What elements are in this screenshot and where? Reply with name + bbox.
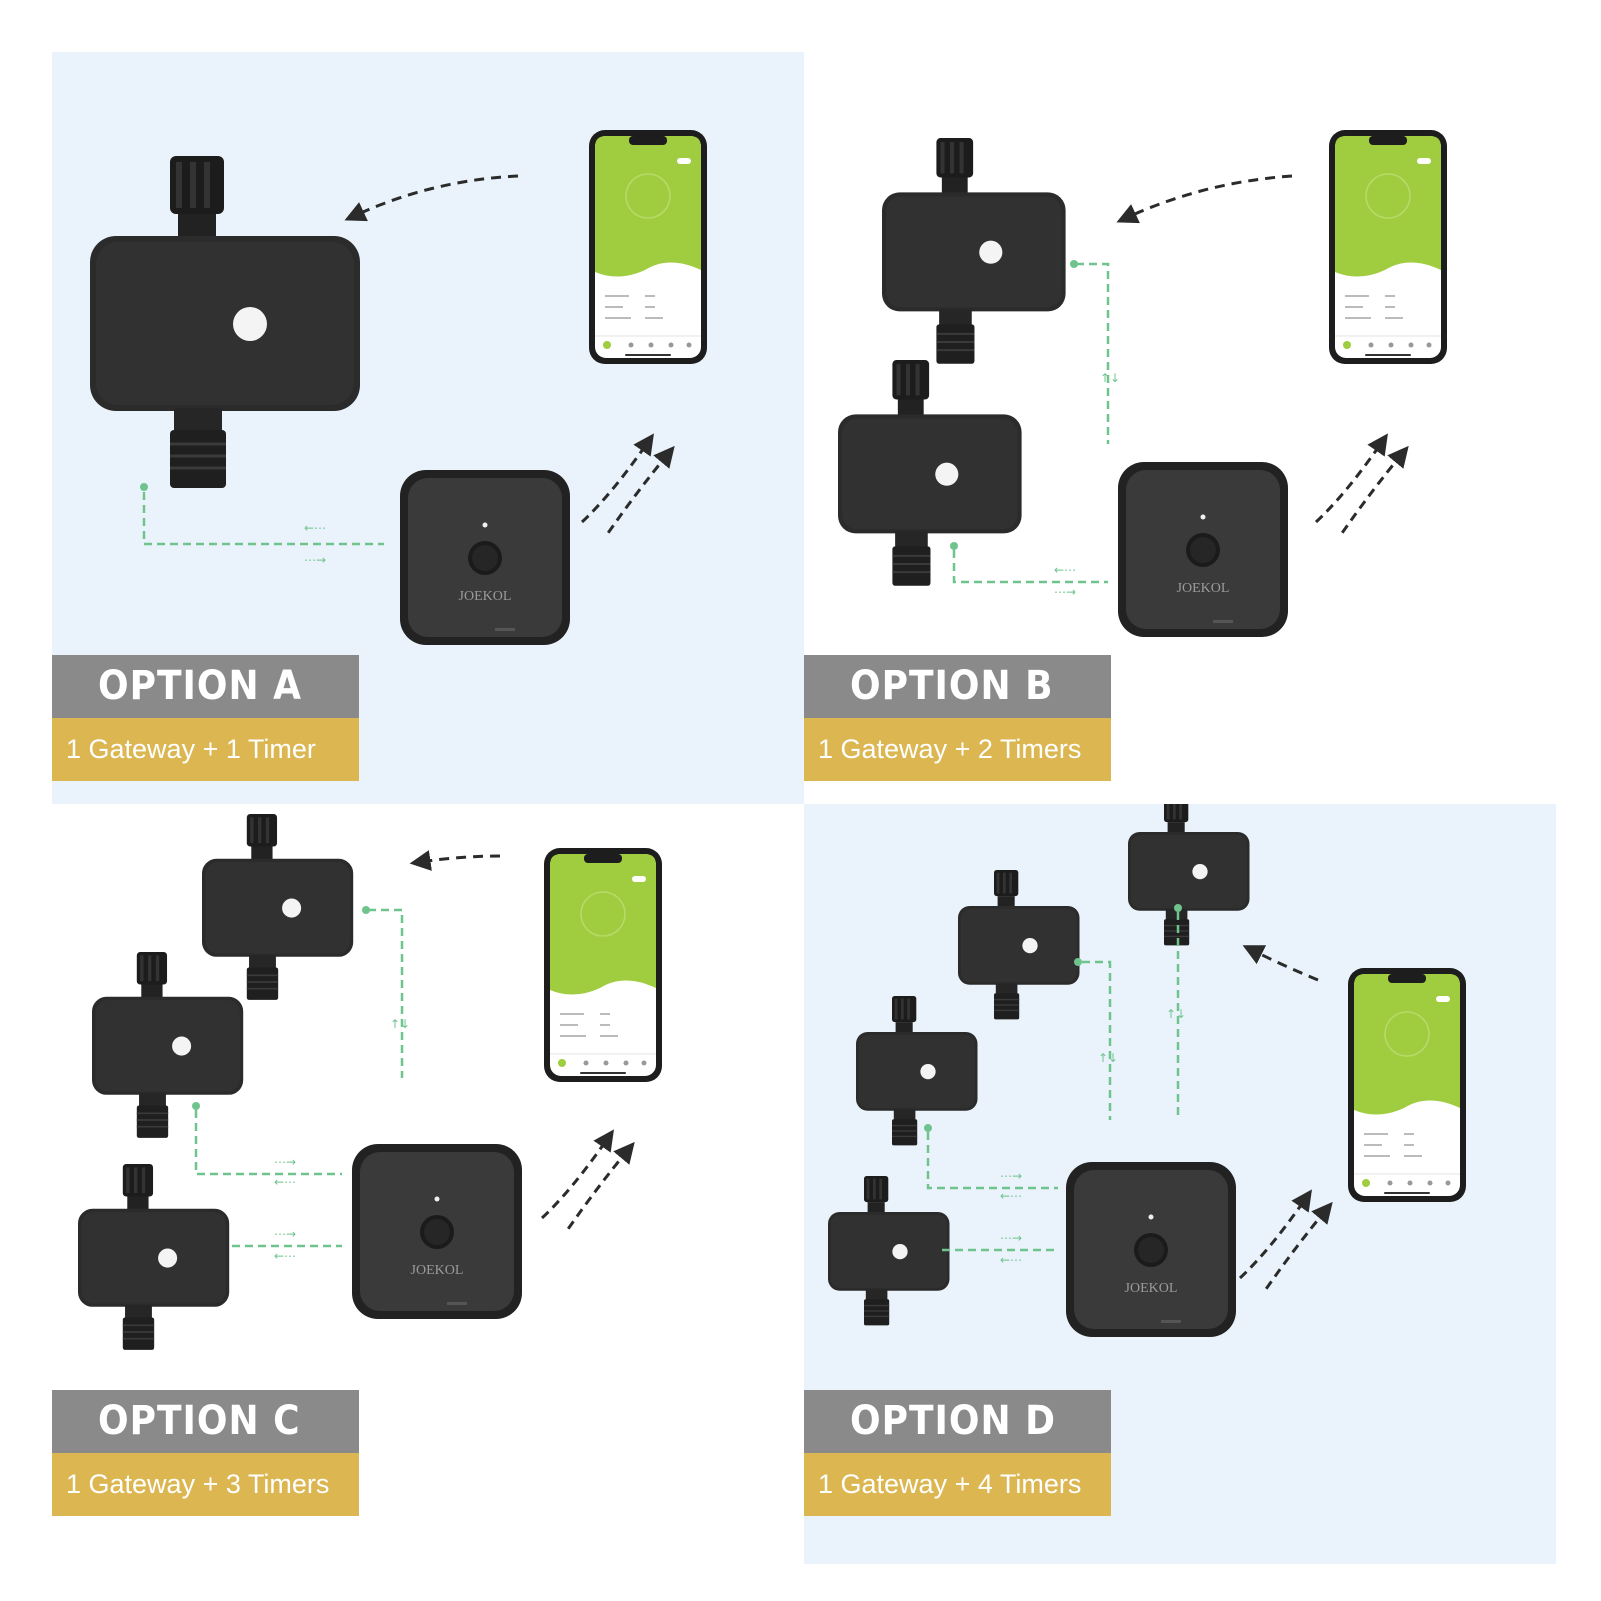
option-title: OPTION D [804, 1390, 1111, 1453]
svg-text:⋯→: ⋯→ [274, 1155, 296, 1169]
option-subtitle: 1 Gateway + 2 Timers [804, 718, 1111, 781]
water-timer-icon [91, 951, 245, 1139]
water-timer-icon [827, 1175, 951, 1327]
panel-option-b: ↑↓ ←⋯ ⋯→ OPTION B 1 Gateway + 2 Timers [804, 52, 1556, 804]
svg-text:←⋯: ←⋯ [274, 1175, 296, 1189]
app-to-timer-arrow [1116, 174, 1293, 224]
option-title: OPTION C [52, 1390, 359, 1453]
gateway-timer-link [194, 1110, 342, 1176]
svg-text:←⋯: ←⋯ [1000, 1253, 1022, 1267]
app-to-timer-arrow [344, 174, 519, 222]
gateway-timer-link [1082, 960, 1112, 1120]
panel-option-d: ↑↓ ↑↓ ⋯→ ←⋯ ⋯→ ←⋯ OPTION D 1 Gateway + 4… [804, 804, 1556, 1564]
svg-text:⋯→: ⋯→ [1054, 585, 1076, 599]
gateway-timer-link [952, 550, 1108, 584]
water-timer-icon [880, 136, 1067, 365]
water-timer-icon [201, 813, 355, 1001]
svg-text:←⋯: ←⋯ [304, 521, 326, 535]
svg-text:↑↓: ↑↓ [1098, 1051, 1118, 1065]
wireless-link-arrows-icon [1240, 1198, 1326, 1292]
wireless-link-arrows-icon [1316, 442, 1402, 536]
svg-text:⋯→: ⋯→ [304, 553, 326, 567]
smartphone-app-icon [1347, 967, 1467, 1203]
panel-option-a: ←⋯ ⋯→ OPTION A 1 Gateway + 1 Timer [52, 52, 804, 804]
gateway-hub-icon [400, 470, 570, 645]
svg-text:↑↓: ↑↓ [1100, 371, 1120, 385]
option-title: OPTION A [52, 655, 359, 718]
gateway-timer-link [1076, 262, 1110, 444]
diagram-option-a: ←⋯ ⋯→ [88, 129, 708, 645]
svg-text:⋯→: ⋯→ [1000, 1169, 1022, 1183]
water-timer-icon [836, 358, 1023, 587]
gateway-timer-link [368, 908, 404, 1078]
svg-text:⋯→: ⋯→ [1000, 1231, 1022, 1245]
option-subtitle: 1 Gateway + 4 Timers [804, 1453, 1111, 1516]
gateway-hub-icon [1066, 1162, 1236, 1337]
option-subtitle: 1 Gateway + 1 Timer [52, 718, 359, 781]
water-timer-icon [855, 995, 979, 1147]
smartphone-app-icon [543, 847, 663, 1083]
option-title: OPTION B [804, 655, 1111, 718]
svg-text:←⋯: ←⋯ [1054, 563, 1076, 577]
smartphone-app-icon [588, 129, 708, 365]
svg-text:↑↓: ↑↓ [390, 1017, 410, 1031]
water-timer-icon [1127, 804, 1251, 947]
diagram-option-b: ↑↓ ←⋯ ⋯→ [836, 129, 1448, 637]
gateway-hub-icon [1118, 462, 1288, 637]
water-timer-icon [88, 154, 362, 490]
gateway-timer-link [142, 492, 384, 546]
svg-text:↑↓: ↑↓ [1166, 1007, 1186, 1021]
gateway-hub-icon [352, 1144, 522, 1319]
gateway-timer-link [926, 1132, 1058, 1190]
water-timer-icon [77, 1163, 231, 1351]
option-subtitle: 1 Gateway + 3 Timers [52, 1453, 359, 1516]
wireless-link-arrows-icon [582, 442, 668, 536]
panel-option-c: ↑↓ ⋯→ ←⋯ ⋯→ ←⋯ OPTION C 1 Gateway + 3 Ti… [52, 804, 804, 1564]
water-timer-icon [957, 869, 1081, 1021]
svg-text:←⋯: ←⋯ [1000, 1189, 1022, 1203]
app-to-timer-arrow [409, 850, 501, 871]
app-to-timer-arrow [1242, 945, 1319, 982]
wireless-link-arrows-icon [542, 1138, 628, 1232]
smartphone-app-icon [1328, 129, 1448, 365]
diagram-option-d: ↑↓ ↑↓ ⋯→ ←⋯ ⋯→ ←⋯ [827, 804, 1467, 1337]
svg-text:⋯→: ⋯→ [274, 1227, 296, 1241]
svg-text:←⋯: ←⋯ [274, 1249, 296, 1263]
diagram-option-c: ↑↓ ⋯→ ←⋯ ⋯→ ←⋯ [77, 813, 663, 1351]
